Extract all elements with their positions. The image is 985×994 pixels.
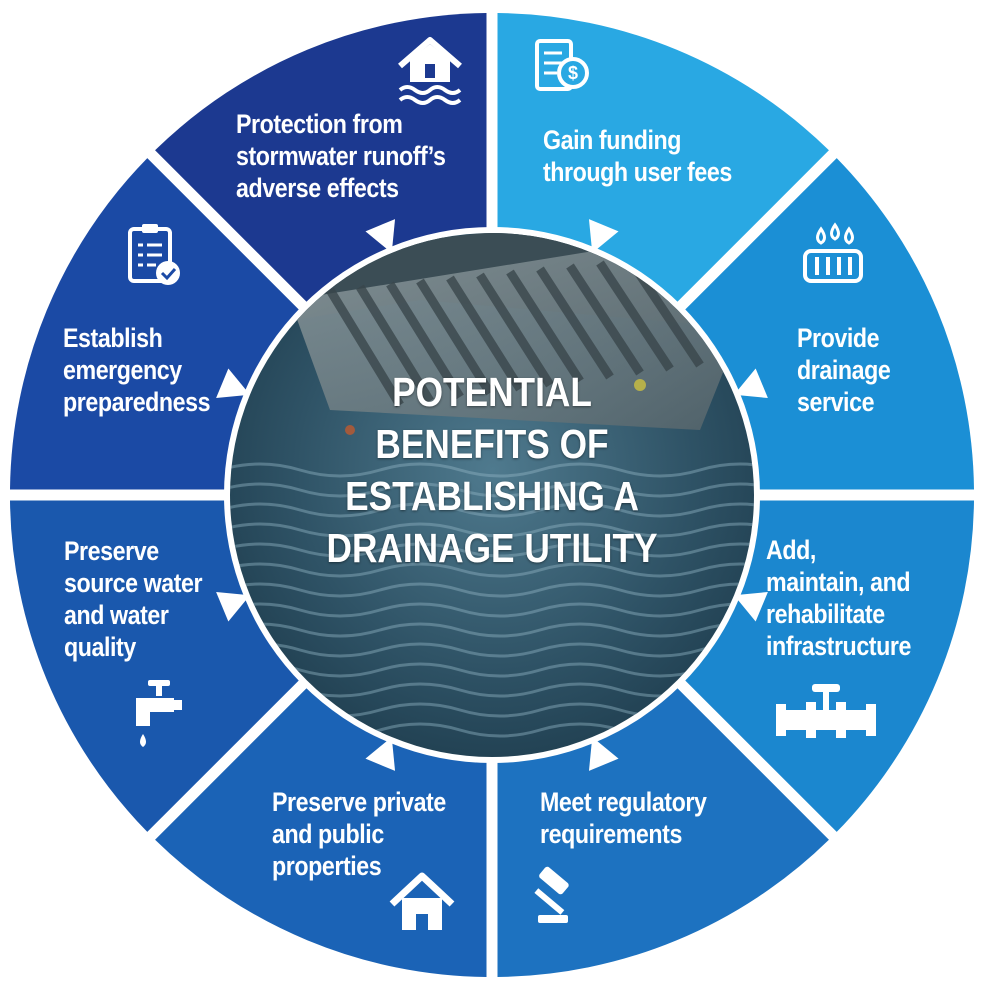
segment-label: Preserve source water and water quality xyxy=(64,535,202,663)
segment-label: Establish emergency preparedness xyxy=(63,322,210,418)
svg-text:$: $ xyxy=(568,63,578,83)
segment-label: Provide drainage service xyxy=(797,322,890,418)
segment-label: Preserve private and public properties xyxy=(272,786,446,882)
segment-label: Gain funding through user fees xyxy=(543,124,732,188)
segment-label: Protection from stormwater runoff’s adve… xyxy=(236,108,445,204)
segment-label: Meet regulatory requirements xyxy=(540,786,706,850)
diagram-title: POTENTIAL BENEFITS OF ESTABLISHING A DRA… xyxy=(320,366,664,574)
segment-label: Add, maintain, and rehabilitate infrastr… xyxy=(766,534,911,662)
